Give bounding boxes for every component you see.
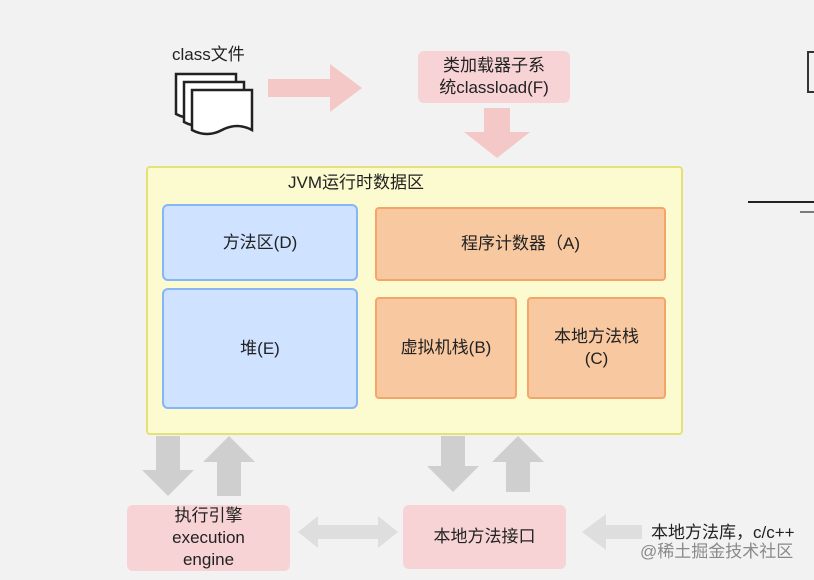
heap-label: 堆(E) bbox=[240, 338, 280, 358]
execution-engine-line1: 执行引擎 bbox=[174, 506, 243, 525]
native-interface-label: 本地方法接口 bbox=[433, 527, 536, 546]
vm-stack-box: 虚拟机栈(B) bbox=[375, 297, 517, 399]
method-area-label: 方法区(D) bbox=[222, 232, 298, 252]
watermark: @稀土掘金技术社区 bbox=[640, 542, 794, 561]
document-stack-icon bbox=[174, 72, 254, 136]
arrow-loader-to-runtime bbox=[464, 108, 530, 158]
native-method-stack-box: 本地方法栈 (C) bbox=[527, 297, 666, 399]
program-counter-label: 程序计数器（A) bbox=[461, 234, 580, 253]
vm-stack-label: 虚拟机栈(B) bbox=[400, 338, 492, 357]
heap-box: 堆(E) bbox=[162, 288, 358, 409]
method-area-box: 方法区(D) bbox=[162, 204, 358, 281]
native-method-stack-line2: (C) bbox=[584, 349, 609, 368]
native-library-label: 本地方法库，c/c++ bbox=[651, 523, 795, 542]
partial-box-right-edge bbox=[807, 51, 814, 93]
classloader-line1: 类加载器子系 bbox=[443, 56, 545, 75]
arrow-interface-up-to-runtime bbox=[492, 436, 544, 492]
native-method-stack-line1: 本地方法栈 bbox=[554, 327, 639, 346]
arrow-engine-up-to-runtime bbox=[203, 436, 255, 496]
arrow-class-to-loader bbox=[268, 64, 362, 112]
program-counter-box: 程序计数器（A) bbox=[375, 207, 666, 281]
native-interface-box: 本地方法接口 bbox=[403, 505, 566, 569]
classloader-subsystem-box: 类加载器子系 统classload(F) bbox=[418, 51, 570, 103]
execution-engine-box: 执行引擎 execution engine bbox=[127, 505, 290, 571]
execution-engine-line3: engine bbox=[182, 550, 235, 569]
jvm-runtime-area-title: JVM运行时数据区 bbox=[288, 173, 424, 192]
arrow-runtime-down-to-engine bbox=[142, 436, 194, 496]
arrow-runtime-down-to-interface bbox=[427, 436, 479, 492]
classloader-line2: 统classload(F) bbox=[439, 78, 549, 97]
arrow-engine-interface-bidirectional bbox=[298, 516, 398, 548]
class-file-label: class文件 bbox=[172, 45, 245, 64]
arrow-library-to-interface bbox=[582, 514, 642, 550]
execution-engine-line2: execution bbox=[172, 528, 245, 547]
